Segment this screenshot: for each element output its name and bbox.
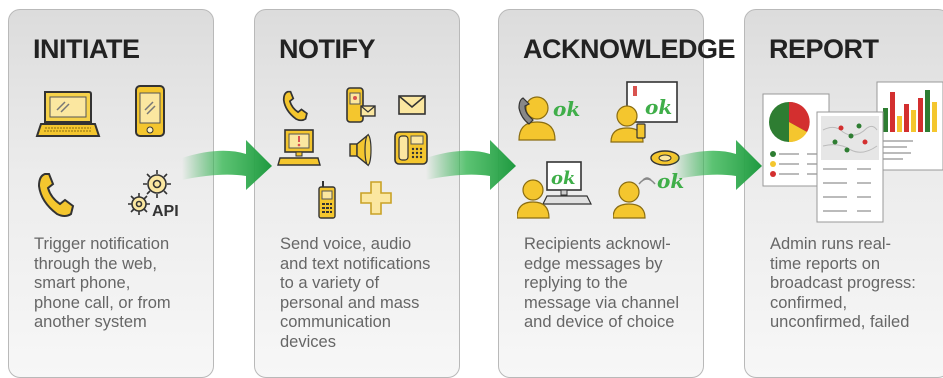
step-description: Recipients acknowl- edge messages by rep…	[524, 235, 680, 331]
person-phone-ok-icon: ok	[518, 96, 580, 141]
phone-handset-icon	[37, 173, 75, 217]
flow-arrow-3	[672, 140, 762, 190]
bar-chart-report-icon	[876, 81, 943, 171]
ok-label: ok	[551, 168, 575, 189]
api-label: API	[152, 203, 179, 220]
person-computer-ok-icon: ok	[517, 161, 592, 219]
step-title: NOTIFY	[279, 34, 376, 64]
step-title: INITIATE	[33, 34, 140, 64]
desktop-alert-icon	[277, 129, 321, 166]
speaker-icon	[349, 133, 372, 167]
person-mobile-ok-icon: ok	[610, 81, 678, 143]
api-gear-icon: API	[128, 170, 179, 220]
step-card-initiate: INITIATE API Trigger notification throug…	[8, 9, 214, 378]
pager-icon	[318, 181, 336, 219]
step-description: Admin runs real- time reports on broadca…	[770, 235, 916, 331]
desk-phone-icon	[394, 131, 428, 165]
plus-icon	[360, 181, 392, 215]
flow-arrow-2	[426, 140, 516, 190]
step-title: ACKNOWLEDGE	[523, 34, 736, 64]
email-icon	[398, 95, 426, 115]
step-card-notify: NOTIFY	[254, 9, 460, 378]
step-card-report: REPORT	[744, 9, 943, 378]
ok-label: ok	[553, 97, 580, 121]
laptop-icon	[35, 91, 101, 137]
mobile-message-icon	[346, 87, 376, 123]
step-title: REPORT	[769, 34, 879, 64]
map-report-icon	[816, 111, 884, 223]
smartphone-icon	[135, 85, 165, 137]
step-card-acknowledge: ACKNOWLEDGE ok ok ok ok Recipients ackno…	[498, 9, 736, 378]
step-description: Send voice, audio and text notifications…	[280, 235, 431, 351]
phone-handset-icon	[282, 90, 308, 122]
flow-arrow-1	[182, 140, 272, 190]
step-description: Trigger notification through the web, sm…	[34, 235, 171, 331]
person-broadcast-ok-icon: ok	[613, 150, 684, 219]
ok-label: ok	[645, 95, 672, 119]
report-documents-icon	[762, 81, 943, 223]
